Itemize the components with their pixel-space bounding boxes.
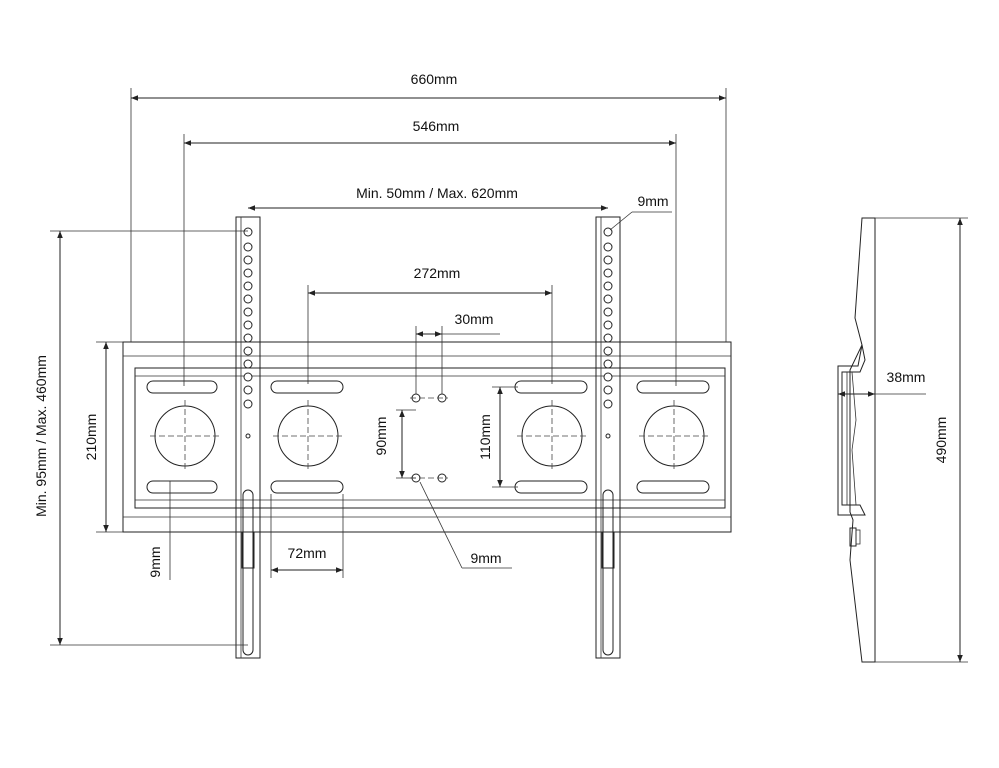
dim-label-72: 72mm	[288, 545, 327, 561]
dim-spacing-110: 110mm	[477, 386, 518, 488]
dim-pattern-272: 272mm	[307, 265, 553, 384]
side-profile	[837, 217, 876, 663]
dim-height-210: 210mm	[83, 341, 123, 533]
dim-rail-hole: 9mm	[609, 193, 672, 231]
dim-label-210: 210mm	[83, 414, 99, 461]
dim-spacing-90: 90mm	[373, 409, 416, 479]
dim-label-490: 490mm	[933, 417, 949, 464]
right-rail-holes	[603, 227, 613, 439]
front-view: 660mm 546mm Min. 50mm / Max. 620mm 9mm 2…	[33, 71, 732, 659]
dim-label-272: 272mm	[414, 265, 461, 281]
dim-label-38: 38mm	[887, 369, 926, 385]
dim-label-110: 110mm	[477, 414, 493, 460]
side-view: 38mm 490mm	[837, 217, 968, 663]
dim-label-vesa-h: Min. 50mm / Max. 620mm	[356, 185, 518, 201]
right-rail	[595, 216, 621, 659]
dim-label-vesa-v: Min. 95mm / Max. 460mm	[33, 355, 49, 517]
dim-label-9-left: 9mm	[147, 546, 163, 577]
dim-pattern-30: 30mm	[415, 311, 500, 394]
left-rail-holes	[243, 227, 253, 439]
dim-overall-width: 660mm	[130, 71, 727, 342]
left-rail	[235, 216, 261, 659]
wall-plate	[122, 341, 732, 533]
dim-vesa-vertical: Min. 95mm / Max. 460mm	[33, 230, 248, 646]
dim-label-9-top: 9mm	[637, 193, 668, 209]
dim-label-546: 546mm	[413, 118, 460, 134]
dim-vesa-horizontal: Min. 50mm / Max. 620mm	[248, 185, 608, 211]
dim-height-490: 490mm	[875, 217, 968, 663]
dim-hole-9-center: 9mm	[419, 481, 512, 569]
dim-slot-width-72: 72mm	[270, 494, 344, 578]
dim-label-9-center: 9mm	[470, 550, 501, 566]
dim-label-90: 90mm	[373, 417, 389, 456]
dim-hole-9-left: 9mm	[147, 480, 200, 580]
dim-fixing-span: 546mm	[183, 118, 677, 386]
dim-label-660: 660mm	[411, 71, 458, 87]
dim-label-30: 30mm	[455, 311, 494, 327]
dim-depth-38: 38mm	[838, 369, 926, 397]
plate-cutouts	[146, 380, 710, 494]
